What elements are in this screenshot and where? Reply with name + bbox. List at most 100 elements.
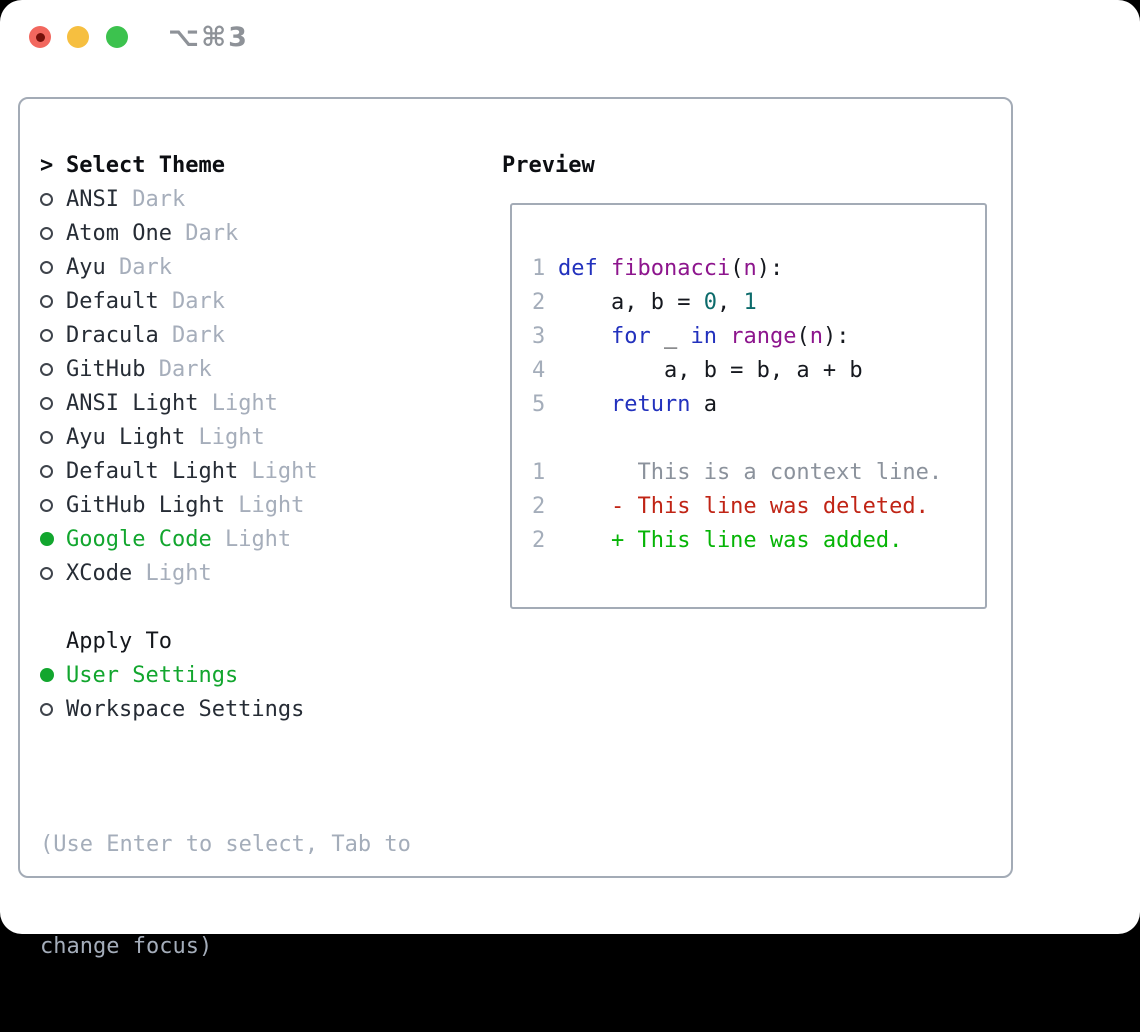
- code-token-pl: [558, 324, 611, 349]
- line-number: 1: [532, 456, 558, 490]
- theme-item-label: Dracula: [66, 323, 159, 348]
- theme-item[interactable]: Dracula Dark: [40, 318, 411, 352]
- code-token-fn: n: [743, 256, 756, 281]
- radio-circle: [40, 397, 53, 410]
- theme-item-label: XCode: [66, 561, 132, 586]
- theme-item[interactable]: Atom One Dark: [40, 216, 411, 250]
- line-number: 2: [532, 524, 558, 558]
- theme-variant-badge: Light: [185, 425, 264, 450]
- code-token-pl: [717, 324, 730, 349]
- code-token-pl: [598, 256, 611, 281]
- theme-item-label: Default: [66, 289, 159, 314]
- theme-item-label: Ayu: [66, 255, 106, 280]
- help-text-line2: change focus): [40, 930, 411, 964]
- code-token-pl: a: [690, 392, 717, 417]
- radio-circle: [40, 499, 53, 512]
- radio-icon: [40, 284, 66, 318]
- preview-title: Preview: [502, 148, 595, 182]
- theme-item[interactable]: GitHub Light Light: [40, 488, 411, 522]
- theme-item-label: ANSI Light: [66, 391, 198, 416]
- code-line: 1 This is a context line.: [532, 456, 985, 490]
- radio-icon: [40, 420, 66, 454]
- zoom-button[interactable]: [106, 26, 128, 48]
- theme-item[interactable]: Ayu Dark: [40, 250, 411, 284]
- theme-item-label: Atom One: [66, 221, 172, 246]
- code-line: 3 for _ in range(n):: [532, 320, 985, 354]
- radio-circle: [40, 261, 53, 274]
- theme-item[interactable]: Default Light Light: [40, 454, 411, 488]
- code-token-num: 1: [743, 290, 756, 315]
- apply-option-item-label: Workspace Settings: [66, 697, 304, 722]
- code-token-pl: [558, 392, 611, 417]
- radio-icon: [40, 352, 66, 386]
- select-theme-title: Select Theme: [66, 153, 225, 178]
- theme-item-label: GitHub: [66, 357, 145, 382]
- theme-item[interactable]: XCode Light: [40, 556, 411, 590]
- code-token-pl: (: [730, 256, 743, 281]
- theme-variant-badge: Light: [238, 459, 317, 484]
- minimize-button[interactable]: [67, 26, 89, 48]
- radio-circle: [40, 532, 54, 546]
- code-blank-line: [532, 422, 985, 456]
- apply-to-title: Apply To: [66, 629, 172, 654]
- radio-icon: [40, 692, 66, 726]
- code-token-pl: ,: [717, 290, 744, 315]
- apply-option-item-label: User Settings: [66, 663, 238, 688]
- theme-variant-badge: Dark: [145, 357, 211, 382]
- close-button[interactable]: [29, 26, 51, 48]
- apply-option-item[interactable]: User Settings: [40, 658, 411, 692]
- radio-icon: [40, 216, 66, 250]
- theme-variant-badge: Dark: [106, 255, 172, 280]
- radio-icon: [40, 386, 66, 420]
- theme-item[interactable]: Default Dark: [40, 284, 411, 318]
- theme-variant-badge: Light: [225, 493, 304, 518]
- theme-item[interactable]: Google Code Light: [40, 522, 411, 556]
- code-token-ctx: This is a context line.: [558, 460, 942, 485]
- title-bar: ⌥⌘3: [0, 0, 1140, 75]
- radio-icon: [40, 250, 66, 284]
- code-line: 4 a, b = b, a + b: [532, 354, 985, 388]
- code-token-fn: fibonacci: [611, 256, 730, 281]
- code-token-pl: ):: [757, 256, 784, 281]
- spacer: [40, 590, 411, 624]
- code-token-del: - This line was deleted.: [558, 494, 929, 519]
- radio-icon: [40, 556, 66, 590]
- code-token-pl: a, b =: [558, 290, 704, 315]
- radio-circle: [40, 567, 53, 580]
- select-theme-header: > Select Theme: [40, 148, 411, 182]
- theme-item-label: ANSI: [66, 187, 119, 212]
- spacer: [40, 726, 411, 760]
- theme-item[interactable]: GitHub Dark: [40, 352, 411, 386]
- theme-item[interactable]: Ayu Light Light: [40, 420, 411, 454]
- theme-variant-badge: Light: [198, 391, 277, 416]
- theme-variant-badge: Light: [132, 561, 211, 586]
- code-token-kw: in: [690, 324, 717, 349]
- code-line: 2 + This line was added.: [532, 524, 985, 558]
- apply-option-item[interactable]: Workspace Settings: [40, 692, 411, 726]
- radio-circle: [40, 465, 53, 478]
- theme-item[interactable]: ANSI Dark: [40, 182, 411, 216]
- theme-item-label: Google Code: [66, 527, 212, 552]
- radio-circle: [40, 703, 53, 716]
- keyboard-shortcut-label: ⌥⌘3: [168, 22, 249, 53]
- radio-circle: [40, 363, 53, 376]
- unsaved-changes-dot: [36, 33, 45, 42]
- code-token-fn: range: [730, 324, 796, 349]
- radio-circle: [40, 193, 53, 206]
- theme-variant-badge: Dark: [119, 187, 185, 212]
- theme-variant-badge: Dark: [172, 221, 238, 246]
- code-token-num: 0: [704, 290, 717, 315]
- theme-item[interactable]: ANSI Light Light: [40, 386, 411, 420]
- line-number: 2: [532, 490, 558, 524]
- theme-item-label: GitHub Light: [66, 493, 225, 518]
- code-token-pl: ):: [823, 324, 850, 349]
- code-line: 2 a, b = 0, 1: [532, 286, 985, 320]
- radio-circle: [40, 227, 53, 240]
- radio-icon: [40, 318, 66, 352]
- help-text-line1: (Use Enter to select, Tab to: [40, 828, 411, 862]
